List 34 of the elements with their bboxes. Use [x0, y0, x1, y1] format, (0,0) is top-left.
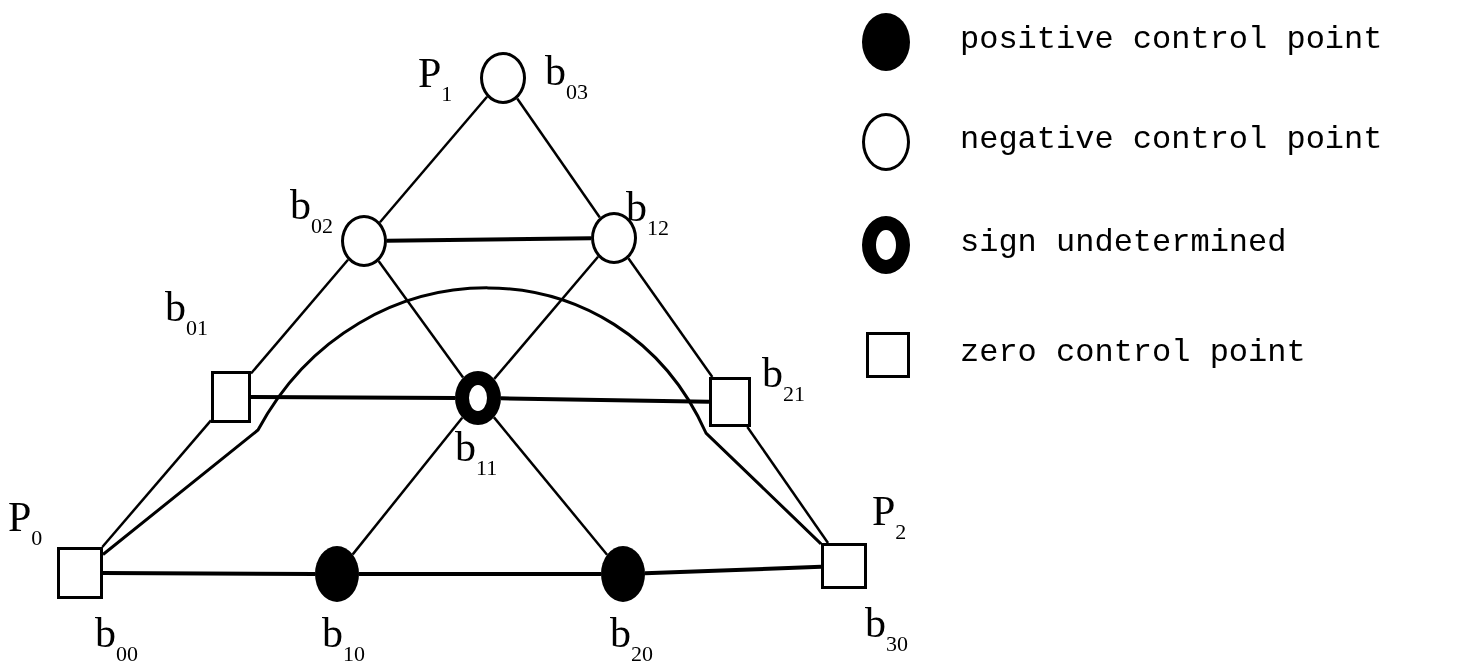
- legend-label: sign undetermined: [960, 227, 1287, 259]
- point-label: P$_{1}$: [418, 52, 453, 105]
- net-line: [250, 258, 349, 375]
- point-label: b$_{00}$: [95, 612, 138, 665]
- point-label: b$_{01}$: [165, 286, 208, 339]
- legend-label: negative control point: [960, 124, 1383, 156]
- point-label: b$_{30}$: [865, 602, 908, 655]
- net-line: [101, 419, 212, 548]
- net-line: [746, 426, 830, 544]
- point-label: b$_{11}$: [455, 426, 498, 479]
- point-label: b$_{12}$: [626, 186, 669, 239]
- net-line: [627, 257, 714, 378]
- net-line: [359, 572, 601, 576]
- point-label: b$_{03}$: [545, 50, 588, 103]
- net-line: [103, 571, 315, 576]
- net-line: [251, 395, 455, 400]
- point-label: P$_{2}$: [872, 490, 907, 543]
- net-line: [386, 236, 592, 243]
- point-label: b$_{20}$: [610, 612, 653, 665]
- net-line: [644, 564, 822, 576]
- net-line: [500, 396, 710, 404]
- net-line: [493, 416, 609, 556]
- curve-line: [102, 286, 823, 556]
- net-line: [379, 95, 488, 224]
- net-line: [351, 416, 464, 556]
- net-line: [377, 260, 465, 379]
- net-line: [516, 97, 601, 219]
- point-label: P$_{0}$: [8, 496, 43, 549]
- point-label: b$_{10}$: [322, 612, 365, 665]
- point-label: b$_{02}$: [290, 184, 333, 237]
- legend-label: zero control point: [960, 337, 1306, 369]
- net-line: [493, 255, 599, 380]
- legend-label: positive control point: [960, 24, 1383, 56]
- point-label: b$_{21}$: [762, 352, 805, 405]
